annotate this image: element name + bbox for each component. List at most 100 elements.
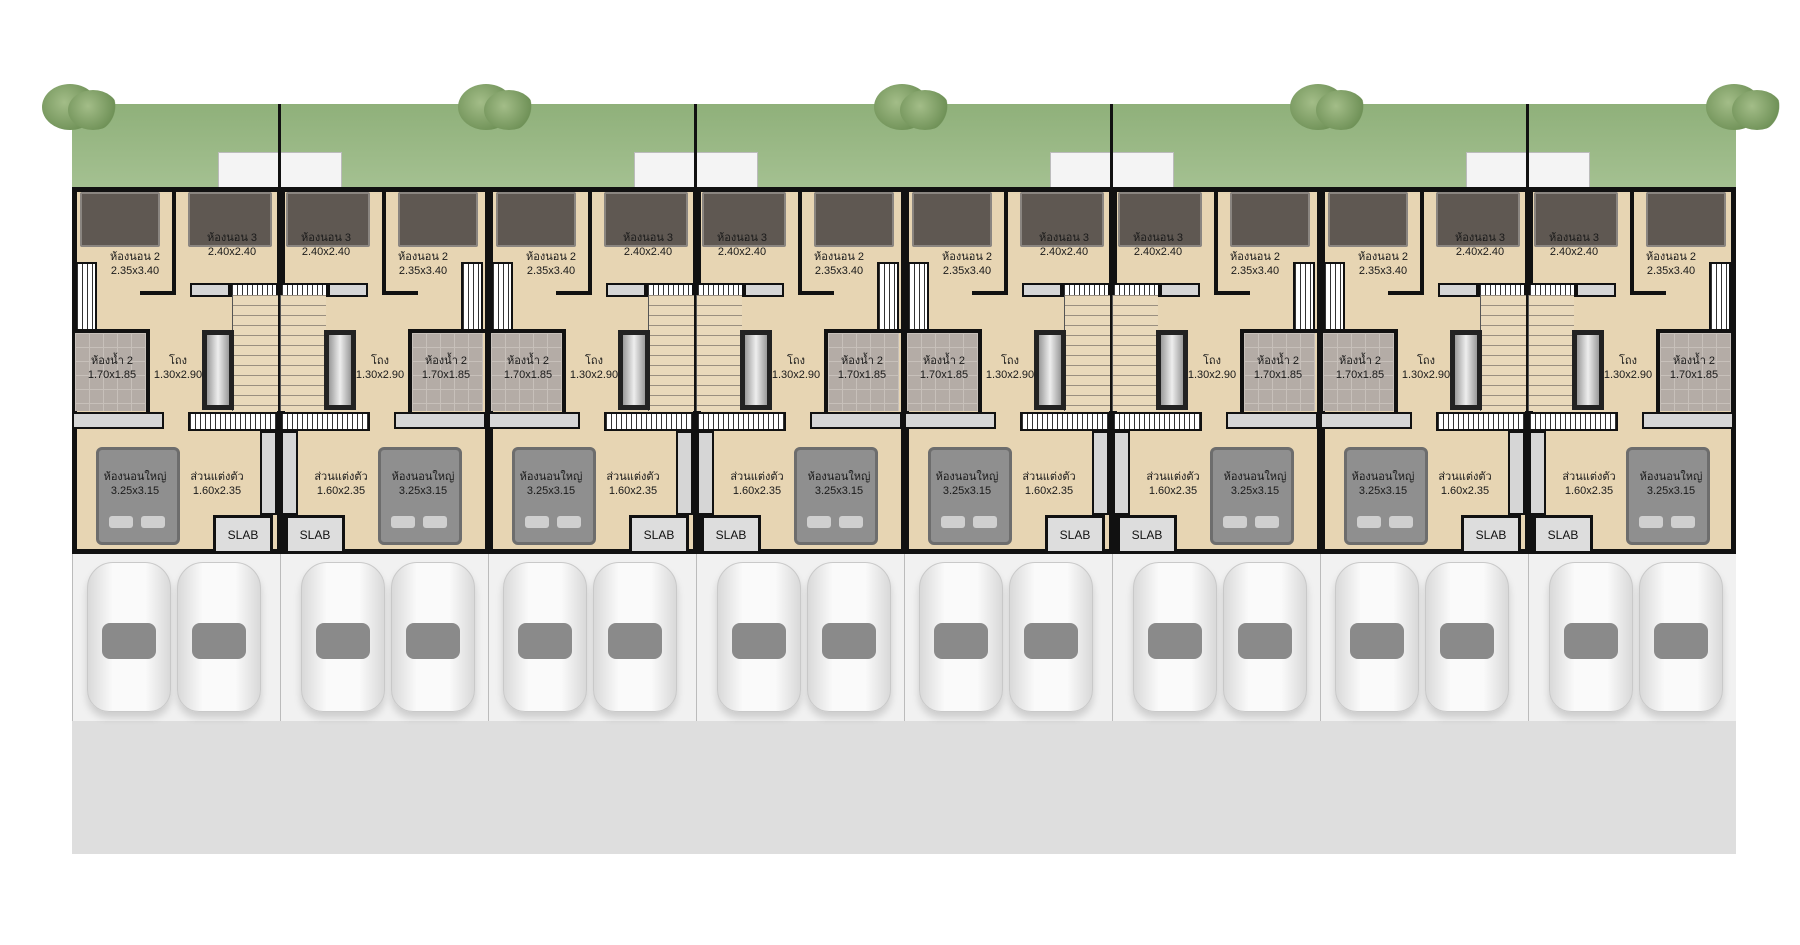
room-label: ส่วนแต่งตัว — [314, 471, 368, 483]
room-dimensions: 2.35x3.40 — [1230, 265, 1280, 277]
room-dimensions: 2.35x3.40 — [1646, 265, 1696, 277]
pillow — [423, 516, 447, 528]
wardrobe — [491, 262, 513, 334]
dressing-divider — [1529, 431, 1546, 515]
closet-interior — [329, 335, 351, 405]
bed-icon — [1230, 192, 1310, 247]
parking-space — [904, 554, 1112, 721]
slab-box: SLAB — [213, 515, 273, 554]
staircase — [232, 295, 278, 411]
pillow — [1255, 516, 1279, 528]
wall — [1320, 329, 1398, 333]
room-label: ห้องน้ำ 2 — [1672, 355, 1716, 367]
wall — [588, 187, 592, 294]
bed-icon — [1210, 447, 1294, 545]
room-label: โถง — [1001, 355, 1019, 367]
bed-icon — [1534, 192, 1618, 247]
room-label: ห้องนอน 2 — [1229, 251, 1281, 263]
bathroom-floor — [1660, 333, 1731, 411]
car-icon — [593, 562, 677, 712]
wall — [1656, 329, 1660, 413]
parking-space — [696, 554, 904, 721]
closet — [618, 330, 650, 410]
room-label: ห้องนอน 2 — [813, 251, 865, 263]
bed-icon — [814, 192, 894, 247]
wall — [146, 329, 150, 413]
dressing-divider — [1113, 431, 1130, 515]
room-dimensions: 1.30x2.90 — [1401, 369, 1451, 381]
wall — [1004, 187, 1008, 294]
room-label: ส่วนแต่งตัว — [1438, 471, 1492, 483]
car-icon — [919, 562, 1003, 712]
parking-space — [1320, 554, 1528, 721]
room-label: ห้องนอน 2 — [397, 251, 449, 263]
car-windshield — [934, 623, 988, 659]
car-windshield — [608, 623, 662, 659]
desk — [744, 283, 784, 297]
wardrobe — [1020, 412, 1110, 431]
room-dimensions: 1.60x2.35 — [1024, 485, 1074, 497]
desk — [328, 283, 368, 297]
wardrobe — [877, 262, 899, 334]
bed-icon — [604, 192, 688, 247]
car-icon — [717, 562, 801, 712]
staircase — [1112, 295, 1158, 411]
room-dimensions: 2.40x2.40 — [717, 246, 767, 258]
room-label: โถง — [787, 355, 805, 367]
dressing-divider — [1508, 431, 1525, 515]
car-windshield — [732, 623, 786, 659]
room-dimensions: 1.60x2.35 — [732, 485, 782, 497]
wardrobe-counter — [72, 412, 164, 429]
closet-interior — [1577, 335, 1599, 405]
wall — [1630, 291, 1666, 295]
wall — [1240, 329, 1318, 333]
slab-box: SLAB — [701, 515, 761, 554]
car-icon — [177, 562, 261, 712]
tree-icon — [1316, 90, 1366, 130]
wall — [1388, 291, 1424, 295]
room-dimensions: 1.60x2.35 — [1148, 485, 1198, 497]
wardrobe — [1528, 412, 1618, 431]
wall — [1394, 329, 1398, 413]
wall — [172, 187, 176, 294]
car-icon — [1133, 562, 1217, 712]
desk — [606, 283, 646, 297]
room-dimensions: 2.40x2.40 — [1549, 246, 1599, 258]
room-dimensions: 1.30x2.90 — [985, 369, 1035, 381]
closet — [1572, 330, 1604, 410]
room-label: ส่วนแต่งตัว — [1146, 471, 1200, 483]
closet — [1450, 330, 1482, 410]
parking-space — [72, 554, 280, 721]
slab-box: SLAB — [285, 515, 345, 554]
closet — [740, 330, 772, 410]
room-label: ห้องน้ำ 2 — [840, 355, 884, 367]
room-label: ห้องนอน 2 — [1357, 251, 1409, 263]
bed-icon — [702, 192, 786, 247]
desk — [1022, 283, 1062, 297]
wardrobe-counter — [1642, 412, 1734, 429]
room-label: ห้องนอน 2 — [1645, 251, 1697, 263]
closet-interior — [1039, 335, 1061, 405]
slab-box: SLAB — [1533, 515, 1593, 554]
tree-icon — [484, 90, 534, 130]
room-dimensions: 2.40x2.40 — [207, 246, 257, 258]
bathroom-floor — [491, 333, 562, 411]
car-windshield — [102, 623, 156, 659]
bathroom-floor — [1244, 333, 1315, 411]
bed-icon — [80, 192, 160, 247]
bathroom-floor — [907, 333, 978, 411]
dressing-divider — [1092, 431, 1109, 515]
wardrobe-counter — [1226, 412, 1318, 429]
pillow — [941, 516, 965, 528]
room-dimensions: 2.40x2.40 — [1455, 246, 1505, 258]
room-label: ห้องนอน 3 — [1548, 232, 1600, 244]
room-dimensions: 1.30x2.90 — [355, 369, 405, 381]
room-dimensions: 3.25x3.15 — [1358, 485, 1408, 497]
desk — [1576, 283, 1616, 297]
bathroom-floor — [828, 333, 899, 411]
pillow — [525, 516, 549, 528]
